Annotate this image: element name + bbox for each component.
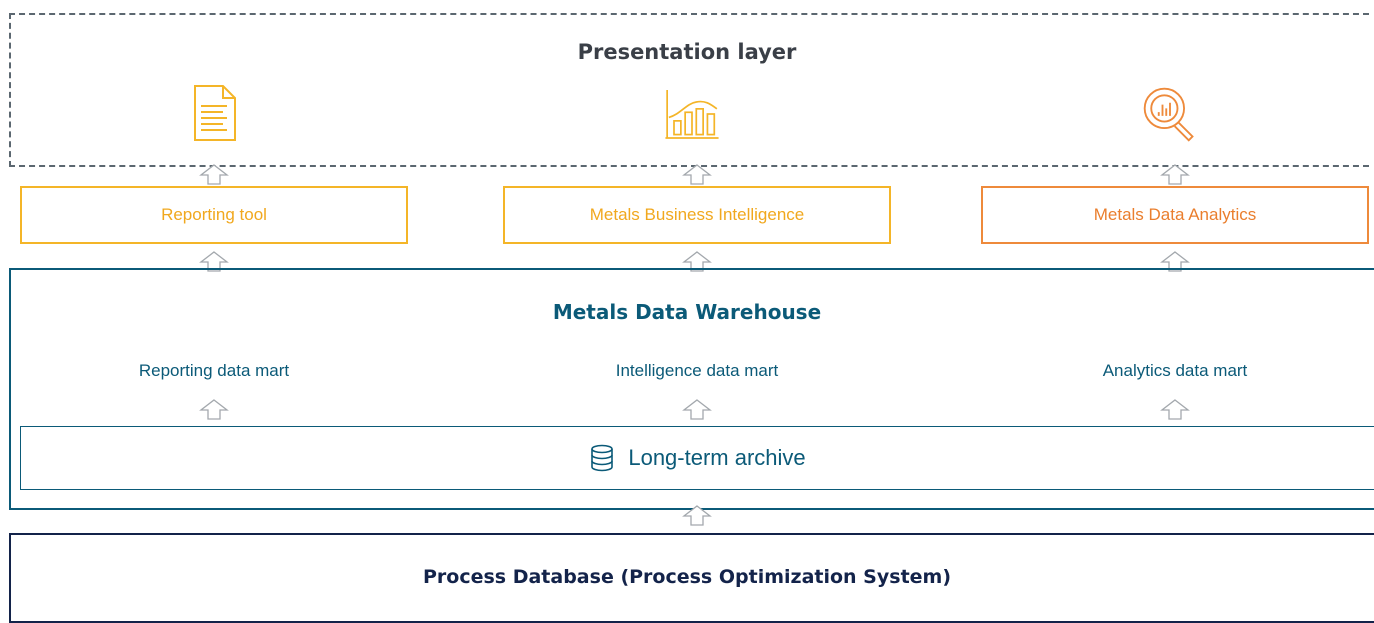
data-analytics-label: Metals Data Analytics [1093,205,1257,224]
business-intelligence-box: Metals Business Intelligence [503,186,891,244]
intelligence-data-mart: Intelligence data mart [615,361,779,380]
database-icon [591,444,614,472]
up-arrow-icon [1160,399,1190,420]
business-intelligence-label: Metals Business Intelligence [589,205,805,224]
presentation-layer-box [9,13,1369,167]
up-arrow-icon [199,164,229,185]
reporting-tool-box: Reporting tool [20,186,408,244]
reporting-data-mart: Reporting data mart [138,361,290,380]
document-icon [194,85,236,141]
data-analytics-box: Metals Data Analytics [981,186,1369,244]
up-arrow-icon [199,399,229,420]
bar-chart-icon [665,90,719,139]
up-arrow-icon [682,505,712,526]
up-arrow-icon [1160,164,1190,185]
data-warehouse-box [9,268,1374,510]
long-term-archive-box: Long-term archive [20,426,1374,490]
magnifier-chart-icon [1143,87,1194,142]
long-term-archive-label: Long-term archive [628,445,806,470]
up-arrow-icon [682,164,712,185]
reporting-tool-label: Reporting tool [161,205,267,224]
up-arrow-icon [682,399,712,420]
up-arrow-icon [199,251,229,272]
up-arrow-icon [682,251,712,272]
data-warehouse-title: Metals Data Warehouse [552,300,822,324]
process-database-title: Process Database (Process Optimization S… [422,566,952,588]
presentation-layer-title: Presentation layer [577,40,797,64]
up-arrow-icon [1160,251,1190,272]
analytics-data-mart: Analytics data mart [1102,361,1248,380]
